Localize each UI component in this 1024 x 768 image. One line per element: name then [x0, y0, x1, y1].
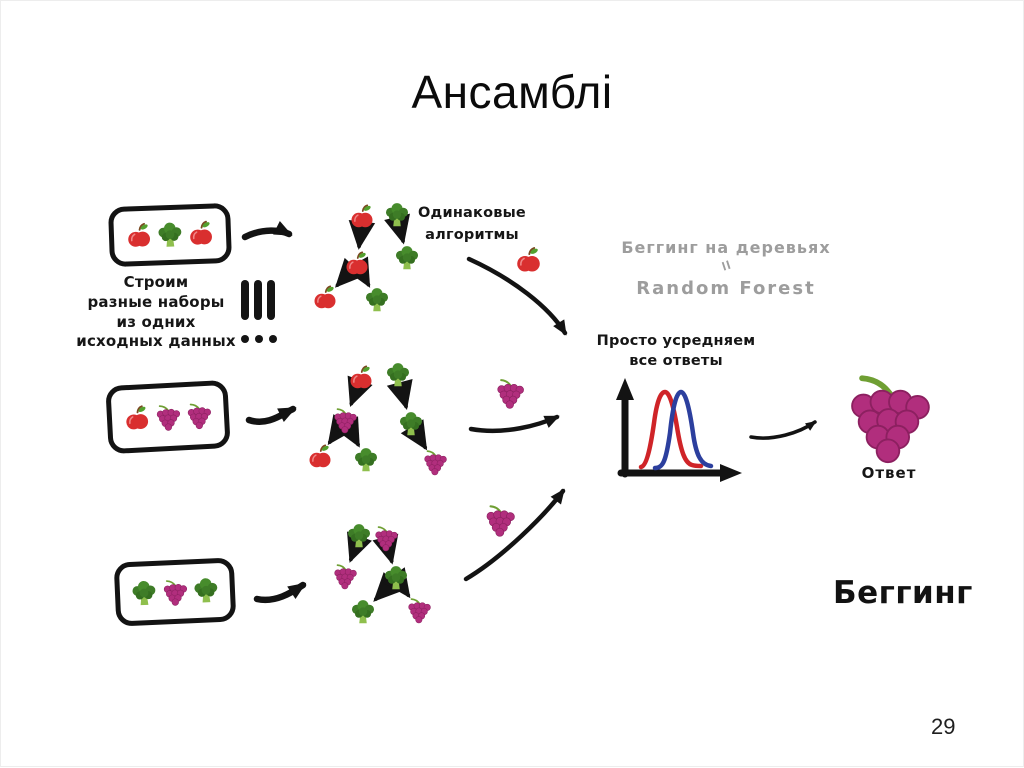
broccoli-icon [363, 287, 390, 314]
decision-tree-2 [304, 361, 448, 476]
distributions-chart [616, 378, 742, 482]
dataset-box-1 [107, 202, 233, 268]
broccoli-icon [156, 221, 185, 250]
arrow-tree2-to-aggregate [468, 414, 560, 434]
broccoli-icon [384, 361, 411, 388]
blue-curve [652, 389, 714, 471]
equals-sign: = [715, 257, 737, 274]
grapes-icon [160, 577, 189, 606]
broccoli-icon [346, 523, 373, 550]
tree2-prediction-grapes-icon [494, 377, 526, 409]
caption-line: исходных данных [76, 332, 236, 351]
label-line: алгоритмы [425, 226, 519, 243]
broccoli-icon [383, 201, 410, 228]
arrow-box3-to-tree3 [253, 581, 307, 604]
bagging-label: Беггинг [833, 575, 973, 611]
caption-line: разные наборы [87, 292, 225, 311]
grapes-icon [372, 525, 399, 552]
label-line: Одинаковые [418, 205, 526, 221]
note-line: Беггинг на деревьях [621, 238, 831, 257]
broccoli-icon [353, 447, 380, 474]
grapes-icon [331, 563, 358, 590]
random-forest-note: Беггинг на деревьях = Random Forest [613, 238, 839, 299]
grapes-icon [421, 449, 448, 476]
tree-edges [327, 375, 428, 451]
decision-tree-3 [321, 519, 453, 627]
answer-label: Ответ [861, 464, 917, 482]
same-algorithms-label: Одинаковые алгоритмы [407, 203, 537, 247]
emphasis-marks [241, 280, 283, 348]
grapes-icon [153, 402, 182, 431]
tree1-prediction-apple-icon [514, 246, 543, 275]
caption-line: все ответы [629, 352, 723, 369]
decision-tree-1 [299, 199, 431, 313]
red-curve [638, 389, 704, 470]
apple-icon [122, 404, 151, 433]
dataset-box-3 [113, 557, 237, 627]
caption-line: Строим [123, 273, 189, 291]
caption-line: из одних [116, 312, 196, 331]
dataset-box-2 [105, 379, 231, 455]
answer-grapes-icon [841, 369, 936, 464]
apple-icon [349, 204, 376, 231]
apple-icon [347, 365, 374, 392]
grapes-icon [184, 401, 213, 430]
tree-edges [335, 213, 410, 288]
broccoli-icon [394, 245, 421, 272]
apple-icon [312, 285, 339, 312]
caption-line: Просто усредняем [596, 333, 756, 349]
broccoli-icon [350, 598, 377, 625]
exclamation-bars-icon [241, 280, 283, 325]
apple-icon [187, 219, 216, 248]
tree3-prediction-grapes-icon [483, 503, 517, 537]
grapes-icon [332, 407, 359, 434]
broccoli-icon [129, 579, 158, 608]
note-line: Random Forest [636, 278, 816, 299]
arrow-box2-to-tree2 [245, 405, 297, 425]
arrow-box1-to-tree1 [241, 221, 293, 241]
ellipsis-dots-icon [241, 330, 283, 348]
apple-icon [344, 250, 371, 277]
broccoli-icon [397, 410, 424, 437]
build-sets-caption: Строим разные наборы из одних исходных д… [59, 273, 253, 352]
tree-edges [347, 531, 411, 602]
apple-icon [306, 443, 333, 470]
broccoli-icon [191, 576, 220, 605]
apple-icon [125, 222, 154, 251]
slide-title: Ансамблі [411, 66, 613, 118]
page-number: 29 [931, 714, 956, 739]
average-answers-caption: Просто усредняем все ответы [595, 332, 757, 371]
grapes-icon [405, 596, 432, 623]
chart-axes [616, 378, 742, 482]
broccoli-icon [383, 565, 410, 592]
arrow-chart-to-answer [749, 420, 817, 440]
